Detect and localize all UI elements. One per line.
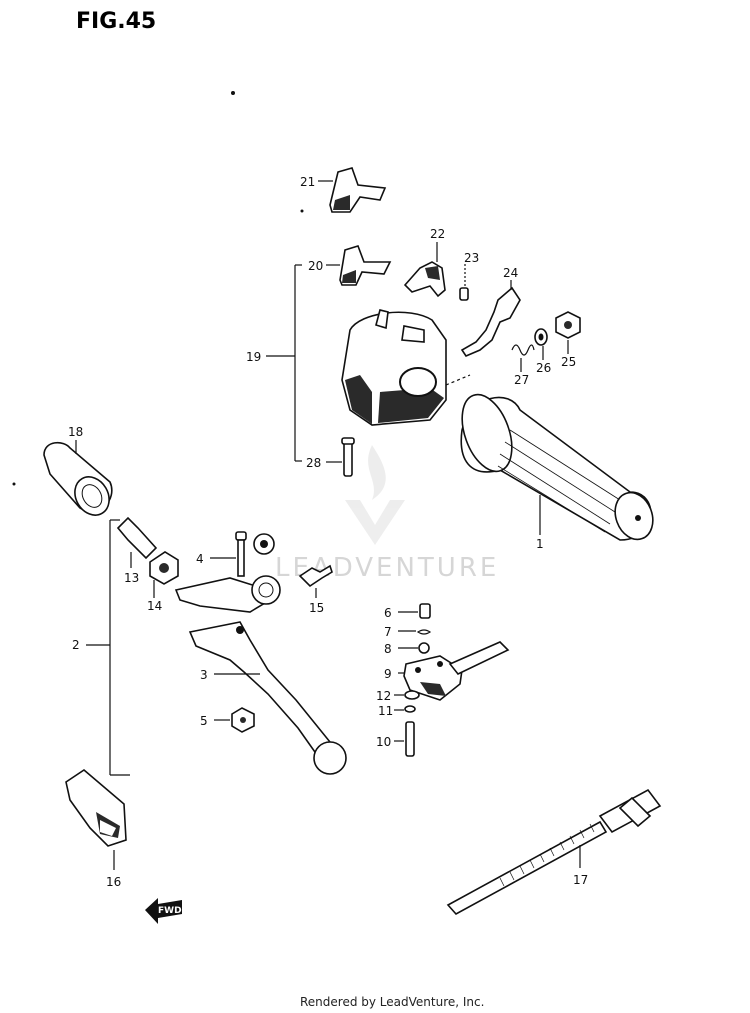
part-10-screw: [405, 721, 415, 757]
callout-17: 17: [573, 873, 588, 887]
footer-credit: Rendered by LeadVenture, Inc.: [300, 995, 484, 1009]
callout-20: 20: [308, 259, 323, 273]
watermark-logo: [345, 445, 405, 545]
part-16-lever-cover: [65, 768, 127, 847]
part-17-cable-band: [446, 788, 662, 916]
part-21-holder-upper: [329, 167, 387, 213]
part-8-ball: [418, 642, 430, 654]
part-19-throttle-housing: [341, 309, 447, 426]
part-24-throttle-lever: [460, 286, 521, 357]
callout-28: 28: [306, 456, 321, 470]
fwd-label: FWD: [158, 906, 182, 916]
callout-6: 6: [384, 606, 392, 620]
callout-4: 4: [196, 552, 204, 566]
part-18-handle-grip: [43, 441, 113, 516]
forward-arrow-icon: [145, 898, 182, 924]
callout-9: 9: [384, 667, 392, 681]
callout-1: 1: [536, 537, 544, 551]
part-11-lock-washer: [404, 705, 416, 713]
part-15-bolt: [298, 564, 333, 588]
callout-18: 18: [68, 425, 83, 439]
figure-title: FIG.45: [76, 9, 156, 34]
part-4-pivot-bolt: [235, 531, 247, 577]
part-12-washer: [404, 690, 420, 700]
callout-26: 26: [536, 361, 551, 375]
callout-19: 19: [246, 350, 261, 364]
part-25-cap-nut: [555, 311, 581, 339]
callout-15: 15: [309, 601, 324, 615]
part-13-bolt: [116, 516, 158, 560]
part-3-clutch-lever: [188, 621, 347, 775]
callout-23: 23: [464, 251, 479, 265]
callout-12: 12: [376, 689, 391, 703]
lever-holder-bracket: [174, 533, 281, 613]
part-22-clamp: [403, 261, 446, 298]
part-20-holder-lower: [339, 245, 392, 286]
callout-2: 2: [72, 638, 80, 652]
callout-7: 7: [384, 625, 392, 639]
callout-3: 3: [200, 668, 208, 682]
callout-21: 21: [300, 175, 315, 189]
callout-14: 14: [147, 599, 162, 613]
callout-22: 22: [430, 227, 445, 241]
callout-10: 10: [376, 735, 391, 749]
callout-25: 25: [561, 355, 576, 369]
part-23-screw: [459, 287, 469, 301]
part-14-nut: [149, 551, 179, 585]
part-6-screw: [419, 603, 431, 619]
callout-27: 27: [514, 373, 529, 387]
part-28-screw: [341, 437, 355, 477]
callout-11: 11: [378, 704, 393, 718]
callout-24: 24: [503, 266, 518, 280]
part-1-throttle-grip: [460, 393, 654, 541]
part-5-nut: [231, 707, 255, 733]
callout-16: 16: [106, 875, 121, 889]
part-27-spring: [511, 344, 535, 356]
part-9-switch-body: [403, 641, 510, 701]
callout-8: 8: [384, 642, 392, 656]
part-7-spring: [416, 629, 432, 635]
callout-5: 5: [200, 714, 208, 728]
part-26-washer: [534, 328, 548, 346]
callout-13: 13: [124, 571, 139, 585]
